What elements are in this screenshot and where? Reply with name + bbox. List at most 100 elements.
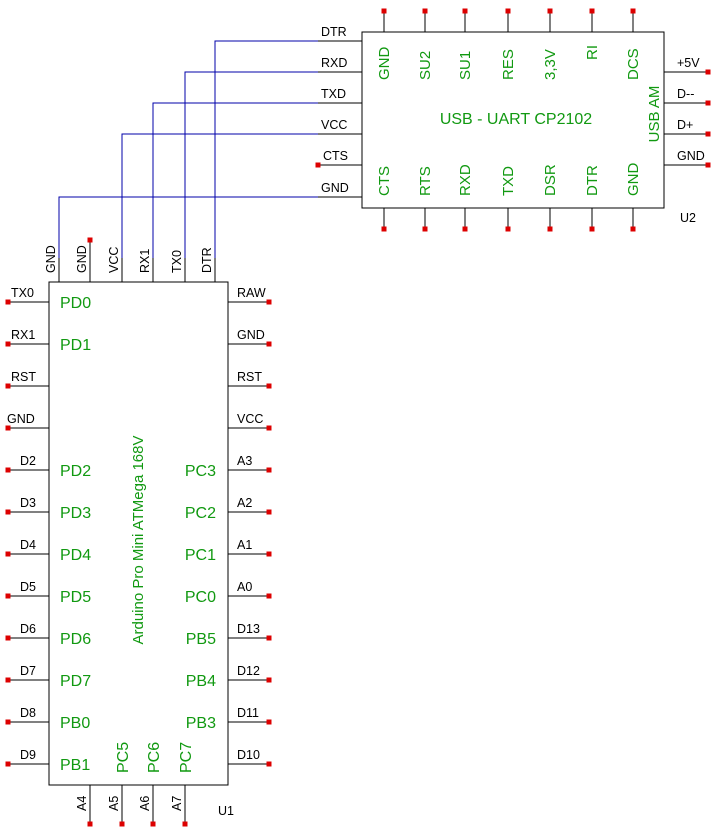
u1-net-d12: D12	[237, 664, 260, 678]
u1-net-rx1: RX1	[11, 328, 35, 342]
u2-port-dsr: DSR	[542, 164, 559, 196]
u2-top-port-labels: GND SU2 SU1 RES 3,3V RI DCS	[376, 45, 642, 80]
u1-net-gnd-left: GND	[7, 412, 35, 426]
u1-net-vcc-right: VCC	[237, 412, 263, 426]
u2-net-dplus: D+	[677, 118, 693, 132]
u1-port-pd6: PD6	[60, 631, 91, 648]
u1-port-pd3: PD3	[60, 505, 91, 522]
u1-net-d10: D10	[237, 748, 260, 762]
u1-port-pd4: PD4	[60, 547, 91, 564]
u1-top-tx0: TX0	[170, 250, 184, 273]
u1-port-pc5: PC5	[115, 742, 132, 773]
u1-left-pins: TX0 RX1 RST GND D2 D3 D4 D5 D6 D7 D8 D9	[5, 286, 49, 767]
u1-port-pc6: PC6	[146, 742, 163, 773]
u1-bottom-a4: A4	[75, 796, 89, 811]
u1-net-raw: RAW	[237, 286, 266, 300]
u2-net-gnd-left: GND	[321, 181, 349, 195]
u1-net-d9: D9	[20, 748, 36, 762]
u1-net-d13: D13	[237, 622, 260, 636]
u2-net-dminus: D--	[677, 87, 694, 101]
u2-module: USB - UART CP2102 USB AM U2 GND SU2 SU1 …	[315, 8, 711, 232]
u1-right-port-labels: PC3 PC2 PC1 PC0 PB5 PB4 PB3	[185, 463, 216, 732]
wire-txd-rx1	[152, 102, 318, 258]
u2-net-gnd-right: GND	[677, 149, 705, 163]
u1-net-d7: D7	[20, 664, 36, 678]
u1-port-pb3: PB3	[186, 715, 216, 732]
u1-net-d8: D8	[20, 706, 36, 720]
u1-net-d4: D4	[20, 538, 36, 552]
u2-port-dcs: DCS	[625, 48, 642, 80]
u2-port-dtr: DTR	[584, 165, 601, 196]
u1-bottom-port-labels: PC5 PC6 PC7	[115, 742, 195, 773]
u1-port-pc7: PC7	[178, 742, 195, 773]
u1-top-dtr: DTR	[200, 247, 214, 273]
u1-net-a0: A0	[237, 580, 252, 594]
u1-port-pc0: PC0	[185, 589, 216, 606]
u2-top-pins	[381, 8, 636, 32]
u1-port-pb5: PB5	[186, 631, 216, 648]
u1-top-pins: GND GND VCC RX1 TX0 DTR	[44, 237, 216, 282]
u2-port-rts: RTS	[417, 166, 434, 196]
u2-title: USB - UART CP2102	[440, 111, 592, 128]
wire-dtr	[214, 40, 318, 258]
u1-port-pd7: PD7	[60, 673, 91, 690]
u1-port-pd2: PD2	[60, 463, 91, 480]
u1-port-pb1: PB1	[60, 757, 90, 774]
u1-net-d2: D2	[20, 454, 36, 468]
u1-net-d6: D6	[20, 622, 36, 636]
u1-bottom-a5: A5	[107, 796, 121, 811]
u1-ref: U1	[218, 804, 234, 818]
u1-port-pb0: PB0	[60, 715, 90, 732]
u2-port-cts: CTS	[376, 166, 393, 196]
u2-right-pins: +5V D-- D+ GND	[664, 56, 711, 168]
u1-port-pc3: PC3	[185, 463, 216, 480]
u1-top-rx1: RX1	[138, 249, 152, 273]
u2-net-vcc: VCC	[321, 118, 347, 132]
u1-top-gnd1: GND	[44, 245, 58, 273]
u2-left-pins: DTR RXD TXD VCC CTS GND	[315, 25, 362, 198]
u2-net-txd: TXD	[321, 87, 346, 101]
u2-port-gnd: GND	[376, 47, 393, 81]
u2-net-rxd: RXD	[321, 56, 347, 70]
u2-port-su2: SU2	[417, 51, 434, 80]
u2-net-5v: +5V	[677, 56, 700, 70]
u1-net-gnd-right: GND	[237, 328, 265, 342]
u1-port-pd1: PD1	[60, 337, 91, 354]
u1-body	[48, 281, 229, 786]
u2-port-ri: RI	[584, 45, 601, 60]
u2-net-dtr: DTR	[321, 25, 347, 39]
u1-net-a2: A2	[237, 496, 252, 510]
u2-net-cts: CTS	[323, 149, 348, 163]
u2-port-gnd-bottom: GND	[625, 163, 642, 197]
u1-net-rst-right: RST	[237, 370, 262, 384]
u2-port-3v3: 3,3V	[542, 49, 559, 80]
u1-net-a3: A3	[237, 454, 252, 468]
u1-port-pc1: PC1	[185, 547, 216, 564]
u1-bottom-a7: A7	[170, 796, 184, 811]
wire-rxd-tx0	[184, 71, 318, 258]
u2-port-su1: SU1	[457, 51, 474, 80]
wires	[58, 40, 318, 258]
u1-net-a1: A1	[237, 538, 252, 552]
u2-bottom-pins	[381, 208, 636, 232]
u1-top-gnd2: GND	[75, 245, 89, 273]
u1-port-pd0: PD0	[60, 295, 91, 312]
u1-bottom-a6: A6	[138, 796, 152, 811]
u2-port-res: RES	[500, 49, 517, 80]
u1-module: Arduino Pro Mini ATMega 168V U1 GND GND …	[5, 237, 272, 827]
u2-connector-label: USB AM	[646, 86, 663, 143]
u1-right-pins: RAW GND RST VCC A3 A2 A1 A0 D13 D12 D11 …	[228, 286, 272, 767]
u1-net-d11: D11	[237, 706, 259, 720]
u1-net-d5: D5	[20, 580, 36, 594]
u1-left-port-labels: PD0 PD1 PD2 PD3 PD4 PD5 PD6 PD7 PB0 PB1	[60, 295, 91, 774]
u1-port-pd5: PD5	[60, 589, 91, 606]
u1-net-tx0: TX0	[11, 286, 34, 300]
u2-body	[361, 31, 665, 209]
u2-port-rxd: RXD	[457, 164, 474, 196]
u2-bottom-port-labels: CTS RTS RXD TXD DSR DTR GND	[376, 163, 642, 197]
wire-gnd	[58, 196, 318, 258]
u1-net-rst-left: RST	[11, 370, 36, 384]
u1-top-vcc: VCC	[107, 247, 121, 273]
wire-vcc	[121, 133, 318, 258]
